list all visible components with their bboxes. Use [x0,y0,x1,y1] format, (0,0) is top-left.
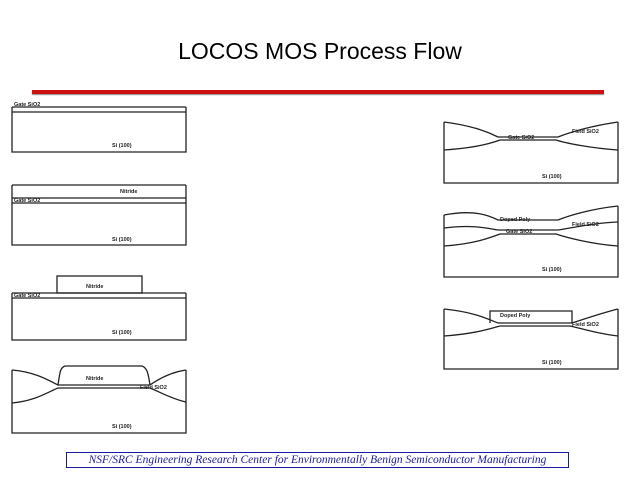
substrate-outline [11,107,187,153]
field-oxide-top [443,308,619,324]
substrate-outline [11,370,187,434]
substrate-outline [11,293,187,341]
label-si-6: Si (100) [542,267,562,273]
label-si-3: Si (100) [112,330,132,336]
step-1-gate-oxide [11,106,187,153]
label-field-oxide-4: Field SiO2 [140,385,167,391]
label-si-1: Si (100) [112,143,132,149]
field-oxide-bottom [443,139,619,151]
poly-top [443,205,619,221]
poly-bottom-field-top [443,221,619,231]
label-gate-oxide-6: Gate SiO2 [506,229,532,235]
title-rule [32,90,604,94]
field-oxide-bottom [443,233,619,247]
substrate-outline [443,122,619,184]
label-gate-oxide-1: Gate SiO2 [14,102,40,108]
step-7-poly-patterned [443,308,619,370]
nitride-mask-lifted [57,365,151,386]
step-6-poly-deposition [443,205,619,278]
label-nitride-3: Nitride [86,284,103,290]
label-field-oxide-7: Field SiO2 [572,322,599,328]
substrate-outline [443,309,619,370]
substrate-outline [443,206,619,278]
label-doped-poly-7: Doped Poly [500,313,531,319]
label-field-oxide-6: Field SiO2 [572,222,599,228]
step-3-nitride-patterned [11,275,187,341]
step-2-nitride-deposition [11,184,187,246]
label-field-oxide-5: Field SiO2 [572,129,599,135]
label-gate-oxide-3: Gate SiO2 [14,293,40,299]
poly-gate [489,310,573,323]
field-oxide-top [443,121,619,138]
substrate-outline [11,185,187,246]
label-si-5: Si (100) [542,174,562,180]
label-si-7: Si (100) [542,360,562,366]
label-si-4: Si (100) [112,424,132,430]
label-si-2: Si (100) [112,237,132,243]
footer-citation: NSF/SRC Engineering Research Center for … [66,452,569,468]
step-5-nitride-stripped [443,121,619,184]
label-nitride-4: Nitride [86,376,103,382]
label-gate-oxide-5: Gate SiO2 [508,135,534,141]
label-doped-poly-6: Doped Poly [500,217,531,223]
label-nitride-2: Nitride [120,189,137,195]
field-oxide-bottom [11,387,187,404]
step-4-field-oxidation [11,365,187,434]
field-oxide-bottom [443,325,619,337]
slide-title: LOCOS MOS Process Flow [178,38,462,64]
field-oxide-top [11,369,187,386]
label-gate-oxide-2: Gate SiO2 [14,198,40,204]
